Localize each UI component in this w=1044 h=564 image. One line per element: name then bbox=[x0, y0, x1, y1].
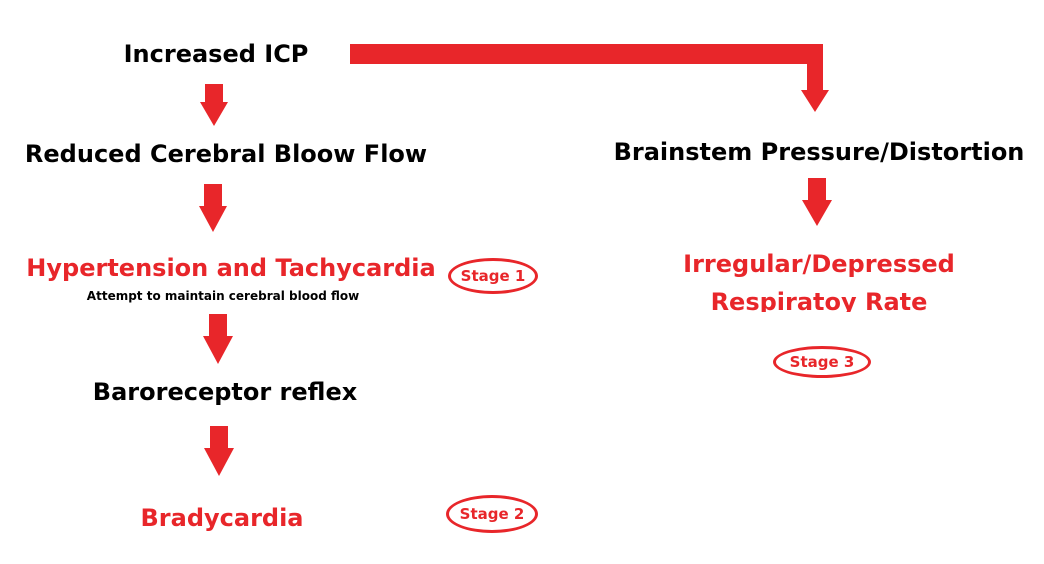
node-brainstem-pressure: Brainstem Pressure/Distortion bbox=[613, 138, 1025, 166]
stage-2-badge: Stage 2 bbox=[446, 495, 538, 533]
stage-3-badge: Stage 3 bbox=[773, 346, 871, 378]
arrow-icp-to-brainstem bbox=[350, 44, 829, 112]
node-increased-icp: Increased ICP bbox=[123, 40, 309, 68]
arrow-cbf-to-hypertension bbox=[199, 184, 227, 232]
arrow-brainstem-to-respiratory bbox=[802, 178, 832, 226]
node-baroreceptor-reflex: Baroreceptor reflex bbox=[92, 378, 358, 406]
stage-1-badge: Stage 1 bbox=[448, 258, 538, 294]
node-respiratory-line2-clip: Respiratoy Rate bbox=[699, 290, 939, 312]
node-hypertension-tachycardia: Hypertension and Tachycardia bbox=[26, 254, 436, 282]
node-respiratory-line1: Irregular/Depressed bbox=[683, 250, 955, 278]
arrow-baroreceptor-to-bradycardia bbox=[204, 426, 234, 476]
node-reduced-cerebral-blood-flow: Reduced Cerebral Bloow Flow bbox=[24, 140, 428, 168]
stage-2-label: Stage 2 bbox=[459, 505, 525, 523]
arrow-hypertension-to-baroreceptor bbox=[203, 314, 233, 364]
arrow-icp-to-cbf bbox=[200, 84, 228, 126]
stage-3-label: Stage 3 bbox=[789, 353, 855, 371]
node-hypertension-note: Attempt to maintain cerebral blood flow bbox=[86, 289, 360, 303]
stage-1-label: Stage 1 bbox=[460, 267, 526, 285]
node-respiratory-line2: Respiratoy Rate bbox=[710, 290, 928, 312]
node-bradycardia: Bradycardia bbox=[140, 504, 304, 532]
